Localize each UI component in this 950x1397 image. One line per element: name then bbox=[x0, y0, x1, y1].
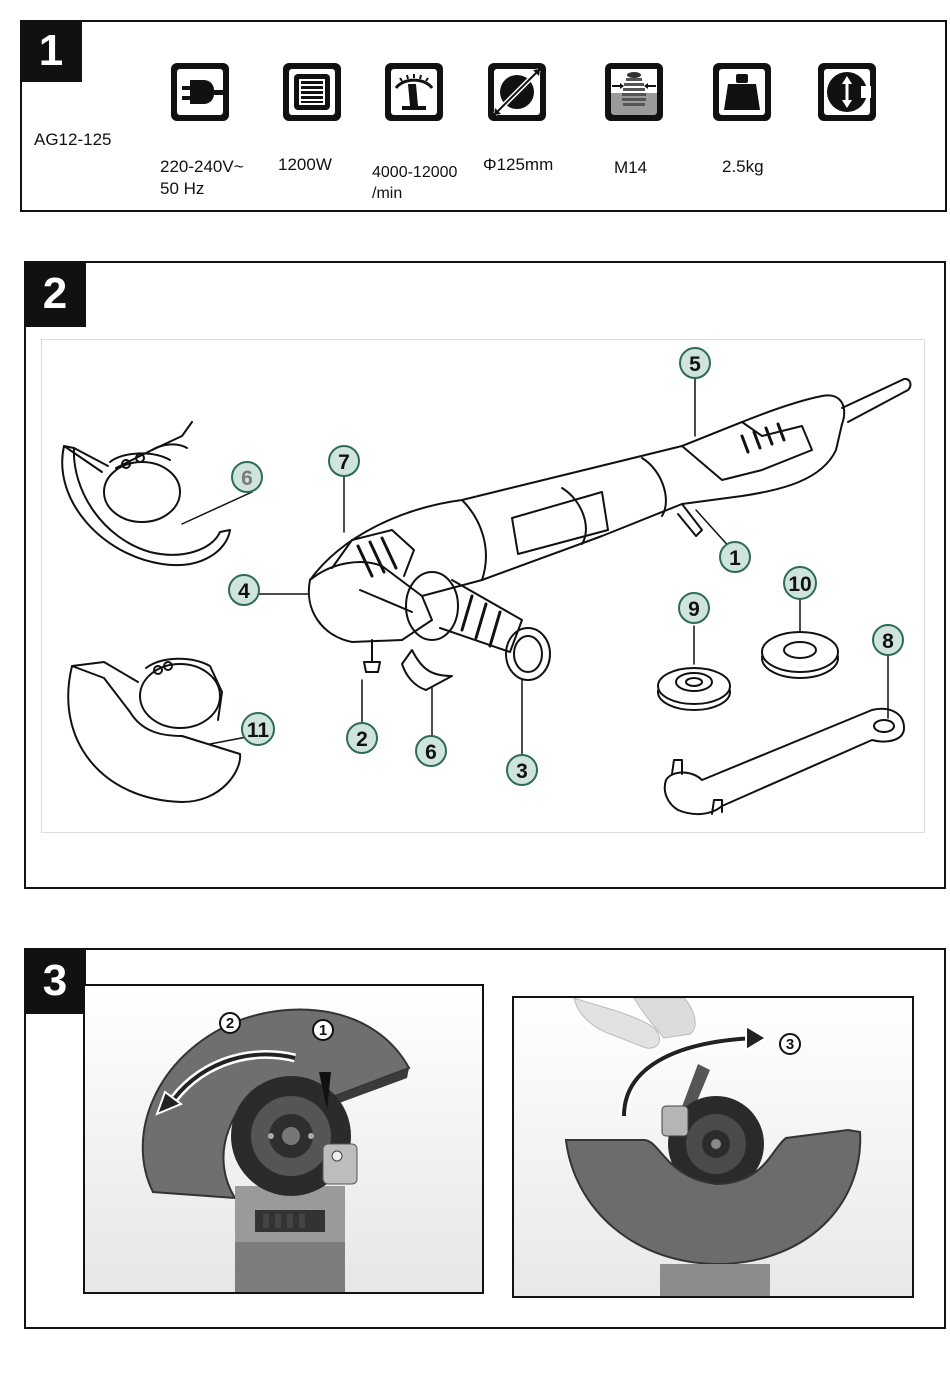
power-label: 1200W bbox=[278, 154, 332, 176]
outer-flange-drawing bbox=[762, 632, 838, 678]
callout-6-top: 6 bbox=[232, 462, 262, 492]
guard-drawing-top bbox=[62, 422, 230, 565]
plug-icon bbox=[168, 60, 232, 124]
svg-text:10: 10 bbox=[788, 573, 811, 596]
speed-label: 4000-12000 bbox=[372, 162, 457, 183]
panel-number: 2 bbox=[24, 261, 86, 327]
insulation-class-icon bbox=[815, 60, 879, 124]
step-marker-2: 2 bbox=[220, 1013, 240, 1033]
diameter-label: Φ125mm bbox=[483, 154, 553, 176]
spindle-thread-icon bbox=[602, 60, 666, 124]
exploded-view-drawing: 6 7 5 1 4 10 9 8 11 2 6 3 bbox=[42, 340, 926, 834]
speed-unit-label: /min bbox=[372, 183, 402, 204]
parts-diagram: 6 7 5 1 4 10 9 8 11 2 6 3 bbox=[41, 339, 925, 833]
svg-text:9: 9 bbox=[688, 598, 700, 621]
svg-text:7: 7 bbox=[338, 451, 350, 474]
panel-number: 1 bbox=[20, 20, 82, 82]
svg-text:4: 4 bbox=[238, 580, 250, 603]
svg-text:1: 1 bbox=[319, 1022, 327, 1039]
callout-2: 2 bbox=[347, 723, 377, 753]
frequency-label: 50 Hz bbox=[160, 178, 204, 200]
step-marker-1: 1 bbox=[313, 1020, 333, 1040]
parts-panel: 2 bbox=[24, 261, 946, 889]
svg-text:6: 6 bbox=[241, 467, 253, 490]
motor-power-icon bbox=[280, 60, 344, 124]
voltage-label: 220-240V~ bbox=[160, 156, 244, 178]
svg-text:6: 6 bbox=[425, 741, 437, 764]
inner-flange-drawing bbox=[658, 668, 730, 710]
weight-icon bbox=[710, 60, 774, 124]
guard-mounting-panel: 3 bbox=[24, 948, 946, 1329]
callout-11: 11 bbox=[242, 713, 274, 745]
svg-text:2: 2 bbox=[226, 1015, 234, 1032]
callout-6-bottom: 6 bbox=[416, 736, 446, 766]
speed-gauge-icon bbox=[382, 60, 446, 124]
svg-text:8: 8 bbox=[882, 630, 894, 653]
weight-label: 2.5kg bbox=[722, 156, 764, 178]
wrench-drawing bbox=[665, 709, 904, 814]
model-name: AG12-125 bbox=[34, 130, 112, 150]
callout-9: 9 bbox=[679, 593, 709, 623]
callout-4: 4 bbox=[229, 575, 259, 605]
photo-guard-lock: 3 bbox=[512, 996, 914, 1298]
disc-diameter-icon bbox=[485, 60, 549, 124]
panel-number: 3 bbox=[24, 948, 86, 1014]
svg-text:3: 3 bbox=[516, 760, 528, 783]
svg-text:2: 2 bbox=[356, 728, 368, 751]
callout-5: 5 bbox=[680, 348, 710, 378]
callout-3: 3 bbox=[507, 755, 537, 785]
spec-panel: 1 AG12-125 220-240V~ 50 Hz 1200W bbox=[20, 20, 947, 212]
step-marker-3: 3 bbox=[780, 1034, 800, 1054]
callout-7: 7 bbox=[329, 446, 359, 476]
svg-text:3: 3 bbox=[786, 1036, 794, 1053]
callout-8: 8 bbox=[873, 625, 903, 655]
svg-text:5: 5 bbox=[689, 353, 701, 376]
photo-guard-rotate: 2 1 bbox=[83, 984, 484, 1294]
callout-10: 10 bbox=[784, 567, 816, 599]
svg-text:11: 11 bbox=[247, 719, 270, 742]
svg-text:1: 1 bbox=[729, 547, 741, 570]
guard-drawing-bottom bbox=[68, 659, 240, 802]
thread-label: M14 bbox=[614, 157, 647, 179]
callout-1: 1 bbox=[720, 542, 750, 572]
